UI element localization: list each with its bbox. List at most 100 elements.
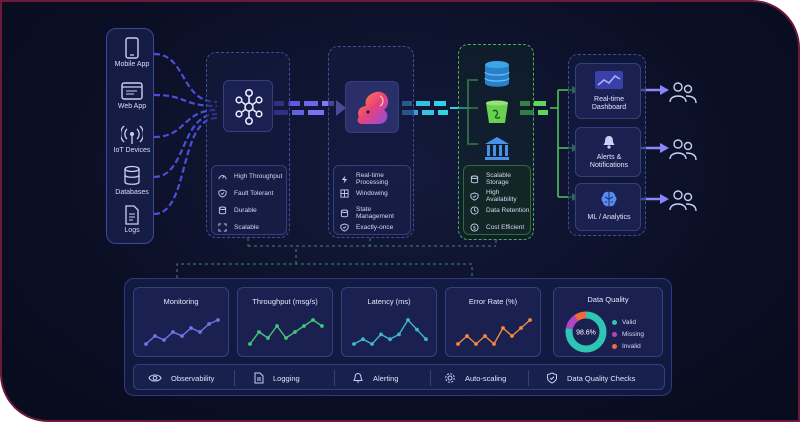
data-point — [266, 336, 270, 340]
users-icon — [669, 190, 697, 212]
processing-node[interactable] — [345, 81, 399, 133]
data-point — [180, 334, 184, 338]
toolbar-logging[interactable]: Logging — [254, 365, 300, 391]
window-grid-icon — [340, 189, 349, 198]
data-sources-panel: Mobile App Web App IoT Devices Databases… — [106, 28, 154, 244]
divider — [430, 370, 431, 386]
donut-slice — [565, 311, 607, 353]
legend-swatch — [612, 331, 617, 337]
database-icon — [340, 209, 349, 217]
data-point — [320, 324, 324, 328]
users-icon — [669, 82, 697, 104]
data-quality-donut: 98.6% — [565, 311, 607, 353]
feature-item: Windowing — [340, 189, 388, 198]
output-alerts-notifications[interactable]: Alerts & Notifications — [575, 127, 641, 177]
feature-item: Fault Tolerant — [218, 189, 273, 198]
shield-check-icon — [340, 223, 349, 232]
metric-card[interactable]: Latency (ms) — [341, 287, 437, 357]
database-icon — [470, 175, 479, 183]
data-point — [216, 318, 220, 322]
ingest-features: High Throughput Fault Tolerant Durable S… — [211, 165, 287, 235]
metric-title: Error Rate (%) — [468, 297, 518, 306]
data-point — [257, 330, 261, 334]
source-iot-devices[interactable]: IoT Devices — [107, 125, 157, 154]
database-icon[interactable] — [481, 59, 513, 89]
donut-center-label: 98.6% — [576, 330, 596, 337]
data-point — [465, 334, 469, 338]
toolbar-data-quality-checks[interactable]: Data Quality Checks — [546, 365, 635, 391]
legend-item-valid: Valid — [612, 316, 644, 328]
legend-item-invalid: Invalid — [612, 340, 644, 352]
feature-label: Scalable Storage — [486, 172, 511, 186]
output-label: Real-time Dashboard — [591, 96, 627, 112]
toolbar-alerting[interactable]: Alerting — [352, 365, 398, 391]
gauge-icon — [218, 175, 227, 180]
metric-card[interactable]: Monitoring — [133, 287, 229, 357]
data-point — [397, 332, 401, 337]
data-point — [284, 336, 288, 340]
data-point — [311, 318, 315, 322]
output-ml-analytics[interactable]: ML / Analytics — [575, 183, 641, 231]
toolbar-label: Auto-scaling — [465, 373, 507, 383]
toolbar-observability[interactable]: Observability — [148, 365, 214, 391]
data-point — [293, 330, 297, 334]
svg-text:$: $ — [473, 225, 476, 231]
feature-item: Data Retention — [470, 206, 529, 215]
user-groups — [669, 82, 697, 212]
lightning-icon — [341, 174, 348, 184]
data-point — [528, 318, 532, 322]
source-web-app[interactable]: Web App — [107, 81, 157, 110]
data-point — [424, 337, 428, 342]
coin-icon: $ — [470, 223, 479, 232]
database-icon — [218, 206, 227, 215]
storage-panel: Scalable Storage High Availability Data … — [458, 44, 534, 240]
feature-label: Fault Tolerant — [234, 190, 274, 197]
source-mobile-app[interactable]: Mobile App — [107, 37, 157, 68]
brain-icon — [601, 191, 617, 207]
web-browser-icon — [121, 82, 143, 100]
sparkline — [248, 318, 324, 346]
sparkline — [352, 318, 428, 346]
bucket-icon[interactable] — [483, 99, 511, 125]
output-realtime-dashboard[interactable]: Real-time Dashboard — [575, 63, 641, 119]
outputs-panel: Real-time Dashboard Alerts & Notificatio… — [568, 54, 646, 236]
data-point — [248, 342, 252, 346]
data-point — [379, 332, 383, 337]
metric-card[interactable]: Throughput (msg/s) — [237, 287, 333, 357]
toolbar-auto-scaling[interactable]: Auto-scaling — [444, 365, 506, 391]
data-point — [153, 334, 157, 338]
storage-branch — [467, 79, 478, 145]
feature-label: Cost Efficient — [486, 224, 525, 231]
toolbar-label: Observability — [171, 373, 215, 383]
legend-swatch — [612, 343, 617, 349]
source-logs[interactable]: Logs — [107, 205, 157, 234]
processing-features: Real-time Processing Windowing State Man… — [333, 165, 411, 235]
ingest-node[interactable] — [223, 80, 273, 132]
data-quality-card[interactable]: Data Quality 98.6% Valid Missing Invalid — [553, 287, 663, 357]
divider — [334, 370, 335, 386]
users-icon — [669, 139, 697, 161]
shield-check-icon — [218, 189, 227, 198]
toolbar-label: Logging — [273, 373, 300, 383]
data-point — [510, 334, 514, 338]
metric-card[interactable]: Error Rate (%) — [445, 287, 541, 357]
file-icon — [254, 372, 264, 384]
data-point — [361, 337, 365, 342]
shield-check-icon — [547, 372, 557, 384]
metric-title: Monitoring — [163, 297, 199, 306]
data-point — [275, 324, 279, 328]
data-point — [302, 324, 306, 328]
output-label: Alerts & Notifications — [589, 154, 629, 170]
source-databases[interactable]: Databases — [107, 165, 157, 196]
source-label: IoT Devices — [113, 147, 151, 154]
data-point — [492, 342, 496, 346]
feature-item: Exactly-once — [340, 223, 393, 232]
source-label: Logs — [124, 227, 140, 234]
warehouse-icon[interactable] — [483, 135, 511, 161]
source-label: Databases — [115, 189, 149, 196]
data-point — [388, 337, 392, 342]
feature-item: Scalable Storage — [470, 172, 530, 186]
feature-item: High Availability — [470, 189, 530, 203]
